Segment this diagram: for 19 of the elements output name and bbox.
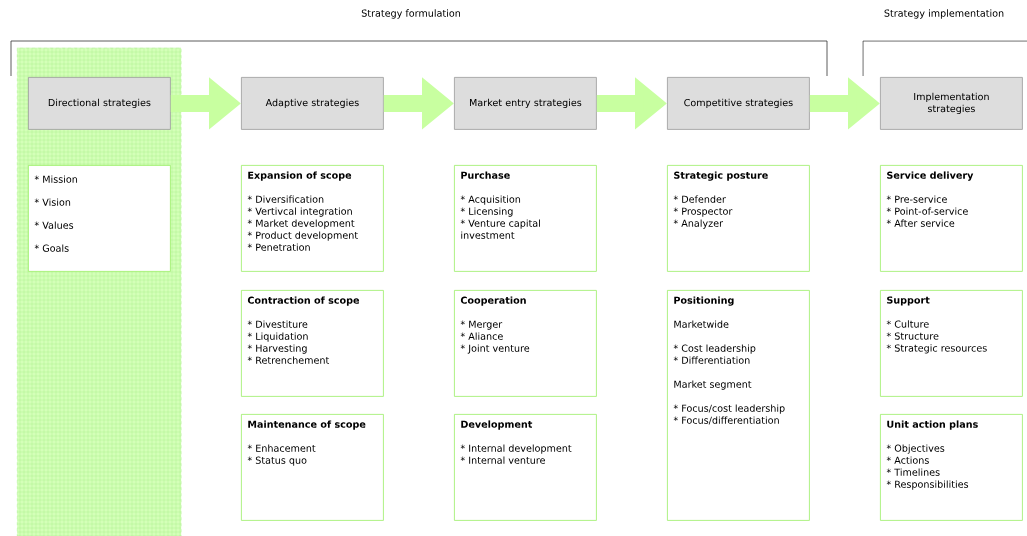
strategy-box: Market entry strategies bbox=[454, 77, 597, 130]
strategy-box: Implementation strategies bbox=[880, 77, 1023, 130]
list-box: Positioning Marketwide * Cost leadership * Differentiation Market segment * Focus/cost leadership * Focus/differentiation bbox=[667, 290, 810, 521]
list-box: * Mission * Vision * Values * Goals bbox=[28, 165, 171, 272]
strategy-box: Competitive strategies bbox=[667, 77, 810, 130]
list-box: Support * Culture * Structure * Strategic resources bbox=[880, 290, 1023, 397]
strategy-box: Directional strategies bbox=[28, 77, 171, 130]
list-box: Service delivery * Pre-service * Point-of-service * After service bbox=[880, 165, 1023, 272]
strategy-box: Adaptive strategies bbox=[241, 77, 384, 130]
list-box: Unit action plans * Objectives * Actions * Timelines * Responsibilities bbox=[880, 414, 1023, 521]
list-box: Cooperation * Merger * Aliance * Joint venture bbox=[454, 290, 597, 397]
section-label: Strategy formulation bbox=[361, 9, 460, 19]
list-box: Maintenance of scope * Enhacement * Status quo bbox=[241, 414, 384, 521]
list-box: Expansion of scope * Diversification * Vertivcal integration * Market development * Product development * Penetration bbox=[241, 165, 384, 272]
section-label: Strategy implementation bbox=[884, 9, 1004, 19]
list-box: Strategic posture * Defender * Prospector * Analyzer bbox=[667, 165, 810, 272]
list-box: Contraction of scope * Divestiture * Liquidation * Harvesting * Retrenchement bbox=[241, 290, 384, 397]
list-box: Purchase * Acquisition * Licensing * Venture capital investment bbox=[454, 165, 597, 272]
list-box: Development * Internal development * Internal venture bbox=[454, 414, 597, 521]
